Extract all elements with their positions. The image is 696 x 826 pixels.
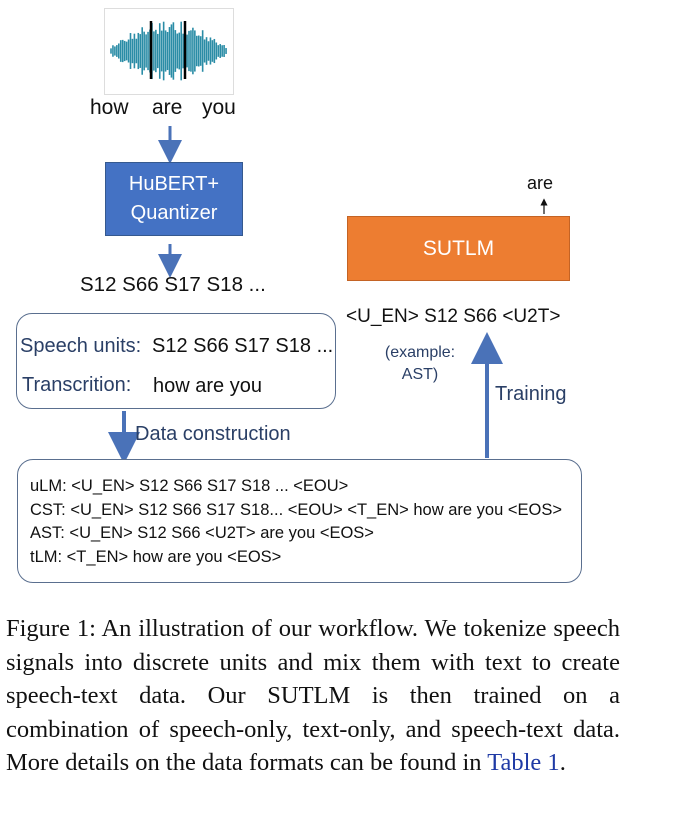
data-line-ulm: uLM: <U_EN> S12 S66 S17 S18 ... <EOU> xyxy=(30,477,349,495)
example-note-line1: (example: xyxy=(384,344,456,361)
word-are: are xyxy=(152,96,183,119)
word-you: you xyxy=(202,96,236,119)
figure-caption: Figure 1: An illustration of our workflo… xyxy=(6,612,620,780)
data-formats-box xyxy=(17,459,582,583)
data-line-tlm: tLM: <T_EN> how are you <EOS> xyxy=(30,547,282,566)
quantizer-box: HuBERT+ Quantizer xyxy=(105,162,243,236)
speech-units-label: Speech units: xyxy=(20,335,142,357)
data-construction-label: Data construction xyxy=(135,423,291,445)
caption-end: . xyxy=(559,749,566,776)
example-note-line2: AST) xyxy=(401,366,439,383)
sutlm-input: <U_EN> S12 S66 <U2T> xyxy=(346,306,561,327)
transcription-label: Transcrition: xyxy=(22,374,132,396)
quantizer-line2: Quantizer xyxy=(130,202,218,224)
speech-transcription-box xyxy=(16,313,336,409)
quantizer-line1: HuBERT+ xyxy=(128,173,220,195)
training-label: Training xyxy=(495,383,567,405)
example-note: (example: AST) xyxy=(376,342,464,386)
caption-text: Figure 1: An illustration of our workflo… xyxy=(6,615,620,776)
speech-units-value: S12 S66 S17 S18 ... xyxy=(152,335,334,357)
data-line-ast: AST: <U_EN> S12 S66 <U2T> are you <EOS> xyxy=(30,524,374,542)
table-link[interactable]: Table 1 xyxy=(487,749,560,776)
units-sequence: S12 S66 S17 S18 ... xyxy=(80,273,266,296)
word-how: how xyxy=(90,96,129,119)
sutlm-box: SUTLM xyxy=(347,216,570,281)
data-line-cst: CST: <U_EN> S12 S66 S17 S18... <EOU> <T_… xyxy=(30,500,562,519)
sutlm-output-token: are xyxy=(527,173,554,193)
audio-waveform xyxy=(104,8,234,95)
transcription-value: how are you xyxy=(153,375,262,397)
arrows-layer xyxy=(108,126,548,464)
data-formats-list: uLM: <U_EN> S12 S66 S17 S18 ... <EOU> CS… xyxy=(30,475,562,569)
